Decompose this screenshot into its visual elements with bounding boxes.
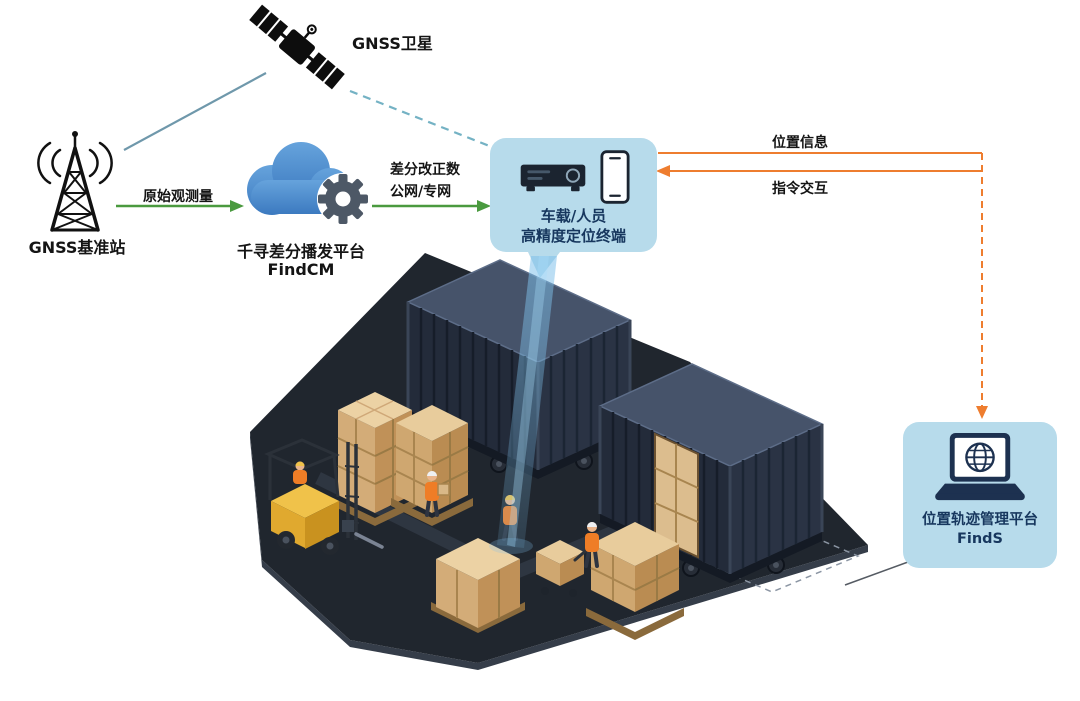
gear-icon [318, 174, 368, 224]
location-info-label: 位置信息 [772, 135, 828, 151]
finds-leader-line [844, 561, 909, 586]
location-info-line [658, 152, 988, 419]
forklift-icon [264, 438, 384, 555]
warehouse-scene [250, 252, 868, 670]
cloud-gear-icon [247, 142, 369, 225]
terminal-card: 车载/人员 高精度定位终端 [490, 138, 657, 252]
finds-product-label: FindS [956, 531, 1004, 548]
radio-tower-icon [37, 131, 113, 232]
terminal-label-line2: 高精度定位终端 [520, 226, 626, 245]
satellite-icon [249, 4, 345, 90]
terminal-icons [518, 147, 630, 207]
container-1 [406, 259, 632, 479]
base-station-label: GNSS基准站 [28, 238, 126, 257]
smartphone-icon [599, 150, 630, 204]
worker-icon [425, 471, 450, 517]
pallet-stack-d [586, 522, 684, 640]
raw-observation-arrow [116, 200, 244, 212]
floor-dashed-zone [700, 525, 860, 593]
correction-arrow [372, 200, 491, 212]
command-interaction-line [656, 165, 982, 177]
pallet-stack-b [391, 405, 473, 526]
laptop-globe-icon [935, 432, 1025, 501]
finds-icon-wrap [933, 431, 1027, 511]
pallet-stack-c [431, 538, 525, 633]
worker-icon-jack [584, 522, 599, 568]
gnss-receiver-icon [520, 164, 585, 192]
findcm-product-label: FindCM [267, 260, 335, 279]
finds-platform-label: 位置轨迹管理平台 [922, 512, 1038, 528]
correction-label-line1: 差分改正数 [390, 162, 460, 178]
container-2-open-door [654, 432, 699, 559]
pallet-jack [536, 540, 591, 597]
terminal-label-line1: 车载/人员 [540, 207, 607, 225]
satellite-to-base-link [123, 72, 267, 151]
positioning-beam [489, 252, 560, 554]
satellite-to-terminal-link [349, 89, 498, 151]
findcm-platform-label: 千寻差分播发平台 [236, 242, 365, 261]
finds-card: 位置轨迹管理平台 FindS [903, 422, 1057, 568]
command-interaction-label: 指令交互 [772, 181, 828, 197]
correction-label-line2: 公网/专网 [390, 184, 452, 200]
satellite-label: GNSS卫星 [352, 34, 433, 53]
raw-observation-label: 原始观测量 [143, 189, 213, 205]
